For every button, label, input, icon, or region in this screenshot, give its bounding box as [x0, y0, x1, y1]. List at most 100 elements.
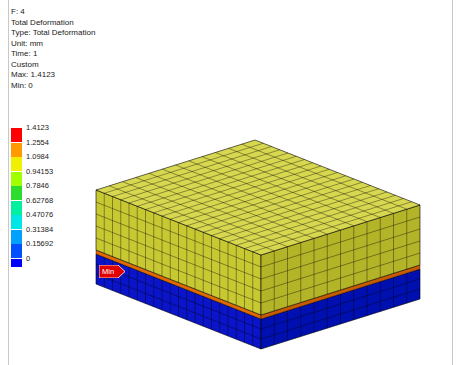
tag-outline	[99, 265, 125, 278]
mesh-lines	[96, 143, 420, 346]
mesh-line	[274, 315, 275, 345]
legend-swatch	[11, 215, 22, 229]
block-top-face	[96, 140, 420, 255]
legend-value: 0.31384	[26, 225, 53, 234]
header-text: F: 4	[11, 7, 25, 17]
mesh-line	[96, 214, 261, 279]
mesh-line	[120, 200, 121, 260]
mesh-line	[236, 245, 237, 305]
mesh-line	[314, 302, 315, 332]
mesh-line	[162, 280, 163, 310]
mesh-line	[195, 229, 196, 289]
legend-value: 0	[26, 254, 30, 263]
mesh-line	[170, 219, 171, 279]
legend-swatch	[11, 143, 22, 157]
mesh-line	[186, 290, 187, 320]
legend-value: 1.4123	[26, 123, 49, 132]
mesh-line	[300, 243, 301, 303]
mesh-line	[211, 300, 212, 330]
mesh-line	[244, 313, 245, 343]
mesh-line	[129, 267, 130, 297]
mesh-line	[96, 202, 261, 267]
mesh-line	[236, 195, 395, 245]
legend-swatch	[11, 128, 22, 142]
mesh-line	[203, 296, 204, 326]
mesh-line	[261, 279, 420, 329]
mesh-line	[406, 273, 407, 303]
mesh-line	[236, 309, 237, 339]
legend-value: 0.15692	[26, 239, 53, 248]
mesh-line	[145, 210, 146, 270]
mesh-line	[96, 274, 261, 339]
mesh-line	[300, 307, 301, 337]
legend-value: 0.62768	[26, 196, 53, 205]
mesh-line	[112, 197, 113, 257]
mesh-line	[380, 282, 381, 312]
legend-swatch	[11, 244, 22, 258]
header-text: Type: Total Deformation	[11, 28, 95, 38]
mesh-line	[252, 252, 253, 312]
legend-value: 1.0984	[26, 152, 49, 161]
mesh-line	[406, 209, 407, 269]
mesh-line	[178, 223, 179, 283]
mesh-line	[219, 303, 220, 333]
mesh-line	[393, 213, 394, 273]
header-text: Time: 1	[11, 49, 37, 59]
mesh-line	[353, 290, 354, 320]
legend-swatch	[11, 230, 22, 244]
mesh-line	[195, 293, 196, 323]
frame-line	[8, 0, 9, 365]
mesh-line	[367, 222, 368, 282]
header-text: Custom	[11, 60, 39, 70]
mesh-line	[261, 229, 420, 279]
legend-value: 0.94153	[26, 167, 53, 176]
mesh-line	[287, 311, 288, 341]
mesh-line	[228, 306, 229, 336]
mesh-line	[327, 298, 328, 328]
mesh-line	[393, 277, 394, 307]
tag-label: Min	[99, 265, 125, 276]
mesh-line	[203, 232, 204, 292]
mesh-line	[274, 251, 275, 311]
header-text: Max: 1.4123	[11, 70, 55, 80]
legend-swatch	[11, 259, 22, 267]
header-text: Total Deformation	[11, 18, 74, 28]
mesh-line	[219, 239, 220, 299]
legend-value: 0.7846	[26, 181, 49, 190]
frame-line	[452, 0, 453, 365]
mesh-line	[353, 226, 354, 286]
legend-swatch	[11, 172, 22, 186]
mesh-line	[340, 230, 341, 290]
legend-value: 1.2554	[26, 138, 49, 147]
mesh-line	[261, 217, 420, 267]
header-text: Min: 0	[11, 81, 33, 91]
legend-swatch	[11, 186, 22, 200]
mesh-line	[252, 316, 253, 346]
mesh-line	[261, 289, 420, 339]
mesh-line	[153, 277, 154, 307]
mesh-line	[244, 249, 245, 309]
mesh-line	[96, 264, 261, 329]
mesh-line	[178, 287, 179, 317]
mesh-line	[137, 206, 138, 266]
mesh-line	[162, 216, 163, 276]
mesh-line	[261, 241, 420, 291]
mesh-line	[145, 274, 146, 304]
mesh-line	[380, 218, 381, 278]
mesh-line	[340, 294, 341, 324]
mesh-line	[253, 202, 412, 252]
mesh-line	[367, 286, 368, 316]
mesh-line	[287, 247, 288, 307]
mesh-line	[137, 270, 138, 300]
mesh-line	[153, 213, 154, 273]
legend-swatch	[11, 201, 22, 215]
mesh-line	[211, 236, 212, 296]
mesh-line	[327, 234, 328, 294]
header-text: Unit: mm	[11, 39, 43, 49]
mesh-line	[104, 193, 105, 253]
min-tag: Min	[99, 265, 125, 278]
mesh-line	[228, 242, 229, 302]
mesh-line	[170, 283, 171, 313]
